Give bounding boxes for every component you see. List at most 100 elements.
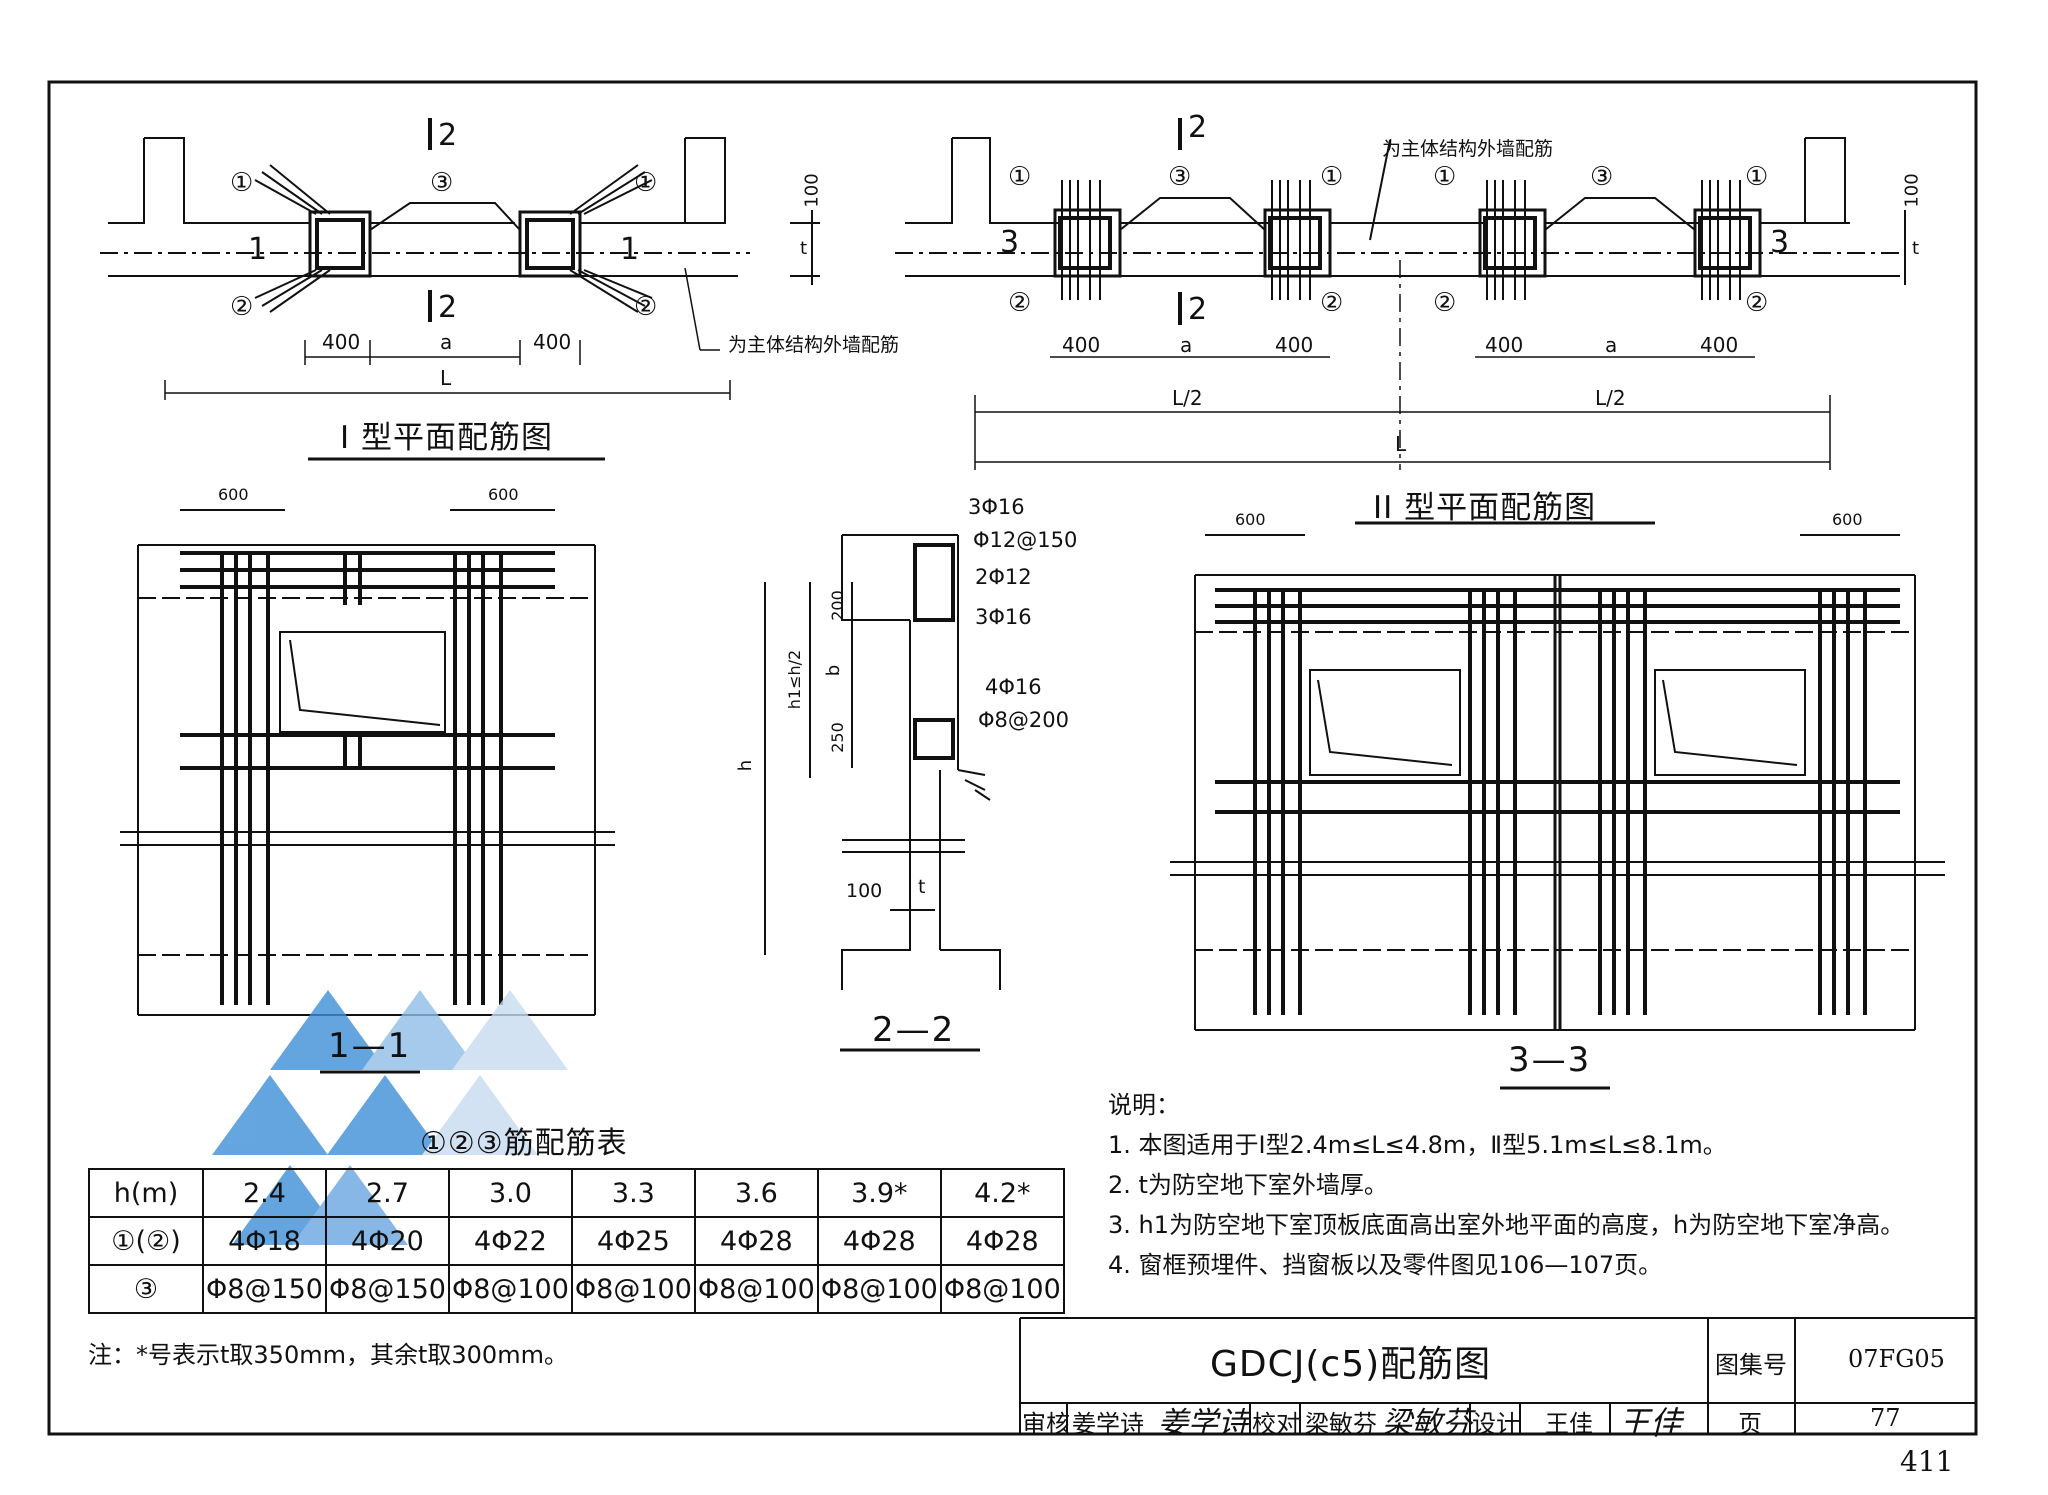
plan2-callout-2c: ②: [1433, 288, 1457, 318]
plan2-dim-half-right: L/2: [1595, 386, 1626, 410]
plan2-dim-100: 100: [1901, 173, 1923, 208]
reviewer-signature: 姜学诗: [1158, 1406, 1248, 1441]
atlas-label: 图集号: [1715, 1351, 1787, 1379]
designer-signature: 王佳: [1618, 1404, 1683, 1442]
sheet-border: [47, 80, 1978, 1436]
section22-dim-t: t: [918, 876, 926, 898]
plan2-callout-1d: ①: [1745, 162, 1769, 192]
section11-dim-600-right: 600: [488, 485, 519, 504]
sheet-page-number: 411: [1900, 1445, 1954, 1478]
plan2-dim-half-left: L/2: [1172, 386, 1203, 410]
section-3-3: [1170, 521, 1945, 1090]
section-1-1: [120, 509, 615, 1074]
table-cell: ③: [88, 1264, 204, 1314]
table-row: h(m) 2.4 2.7 3.0 3.3 3.6 3.9* 4.2*: [88, 1168, 1065, 1218]
plan2-dim-400-d: 400: [1700, 333, 1739, 357]
plan1-callout-2-right: ②: [634, 292, 658, 322]
section22-dim-h1: h1≤h/2: [785, 649, 805, 710]
section22-label-3: 3Φ16: [975, 605, 1032, 629]
plan2-section-mark-left: 3: [1000, 225, 1020, 260]
table-cell: 3.0: [447, 1168, 573, 1218]
plan2-dim-400-c: 400: [1485, 333, 1524, 357]
rebar-table: h(m) 2.4 2.7 3.0 3.3 3.6 3.9* 4.2* ①(②) …: [88, 1168, 1065, 1314]
plan2-dim-400-b: 400: [1275, 333, 1314, 357]
section22-label-2: 2Φ12: [975, 565, 1032, 589]
plan2-columns: [1053, 208, 1762, 278]
plan2-callout-2b: ②: [1320, 288, 1344, 318]
check-label: 校对: [1252, 1410, 1300, 1438]
plan2-callout-1a: ①: [1008, 162, 1032, 192]
section33-dim-600-left: 600: [1235, 510, 1266, 529]
table-cell: 3.3: [570, 1168, 696, 1218]
plan1-section-mark-right: 1: [620, 232, 640, 267]
section22-dim-h: h: [735, 759, 757, 772]
plan1-dimensions: [164, 118, 731, 461]
rebar-table-footnote: 注：*号表示t取350mm，其余t取300mm。: [88, 1341, 568, 1369]
section22-label-4: 4Φ16: [985, 675, 1042, 699]
design-label: 设计: [1472, 1410, 1520, 1438]
plan1-section-mark-top: 2: [438, 118, 458, 153]
review-label: 审核: [1022, 1410, 1070, 1438]
section11-title: 1—1: [328, 1026, 412, 1066]
plan2-dim-a-left: a: [1180, 333, 1193, 357]
plan1-rebar-lines: [254, 164, 653, 313]
table-cell: ①(②): [88, 1216, 204, 1266]
table-row: ③ Φ8@150 Φ8@150 Φ8@100 Φ8@100 Φ8@100 Φ8@…: [88, 1264, 1065, 1314]
table-cell: h(m): [88, 1168, 204, 1218]
section22-dim-100: 100: [846, 880, 883, 902]
table-cell: 4Φ18: [202, 1216, 327, 1266]
table-cell: 4Φ28: [939, 1216, 1065, 1266]
page-label: 页: [1738, 1410, 1762, 1438]
atlas-number: 07FG05: [1848, 1345, 1945, 1373]
page-number-cell: 77: [1870, 1404, 1901, 1432]
notes-item: 2. t为防空地下室外墙厚。: [1108, 1171, 1388, 1199]
section22-label-1: Φ12@150: [973, 528, 1078, 552]
drawing-title: GDCJ(c5)配筋图: [1210, 1344, 1492, 1385]
plan2-section-mark-top: 2: [1188, 110, 1208, 145]
plan1-title: I 型平面配筋图: [340, 420, 553, 456]
plan1-callout-2-left: ②: [230, 292, 254, 322]
table-cell: Φ8@100: [447, 1264, 573, 1314]
plan1-dim-a: a: [440, 330, 453, 354]
table-cell: 4Φ20: [324, 1216, 450, 1266]
plan2-rebar-lines: [1061, 139, 1741, 300]
plan2-dimensions: [974, 118, 1831, 470]
section22-label-5: Φ8@200: [978, 708, 1069, 732]
table-cell: 4Φ25: [570, 1216, 696, 1266]
plan2-callout-1b: ①: [1320, 162, 1344, 192]
plan2-callout-2d: ②: [1745, 288, 1769, 318]
section11-dim-600-left: 600: [218, 485, 249, 504]
plan1-section-mark-bottom: 2: [438, 290, 458, 325]
section-2-2: [764, 534, 1001, 1052]
plan2-dim-a-right: a: [1605, 333, 1618, 357]
table-cell: Φ8@150: [202, 1264, 327, 1314]
section33-title: 3—3: [1508, 1040, 1592, 1080]
plan1-dim-400-right: 400: [533, 330, 572, 354]
plan2-note-wall: 为主体结构外墙配筋: [1382, 138, 1554, 160]
table-cell: Φ8@100: [939, 1264, 1065, 1314]
table-cell: 4Φ22: [447, 1216, 573, 1266]
plan2-section-mark-right: 3: [1770, 225, 1790, 260]
plan1-callout-1-right: ①: [634, 168, 658, 198]
section22-title: 2—2: [872, 1010, 956, 1050]
title-block-lines: [1019, 1317, 1976, 1434]
plan2-dim-L: L: [1395, 432, 1407, 456]
plan1-note-wall: 为主体结构外墙配筋: [728, 334, 900, 356]
table-cell: Φ8@100: [570, 1264, 696, 1314]
plan1-columns: [308, 210, 582, 278]
table-cell: 4Φ28: [693, 1216, 819, 1266]
plan1-dim-100: 100: [801, 173, 823, 208]
plan2-dim-400-a: 400: [1062, 333, 1101, 357]
notes-item: 3. h1为防空地下室顶板底面高出室外地平面的高度，h为防空地下室净高。: [1108, 1211, 1905, 1239]
table-cell: 3.6: [693, 1168, 819, 1218]
plan2-callout-3a: ③: [1168, 162, 1192, 192]
plan2-callout-2a: ②: [1008, 288, 1032, 318]
section33-dim-600-right: 600: [1832, 510, 1863, 529]
table-cell: 3.9*: [816, 1168, 942, 1218]
checker-name: 梁敏芬: [1305, 1410, 1377, 1438]
plan1-section-mark-left: 1: [248, 232, 268, 267]
table-cell: 4Φ28: [816, 1216, 942, 1266]
rebar-table-title: ①②③筋配筋表: [420, 1126, 628, 1161]
table-cell: 2.4: [202, 1168, 327, 1218]
